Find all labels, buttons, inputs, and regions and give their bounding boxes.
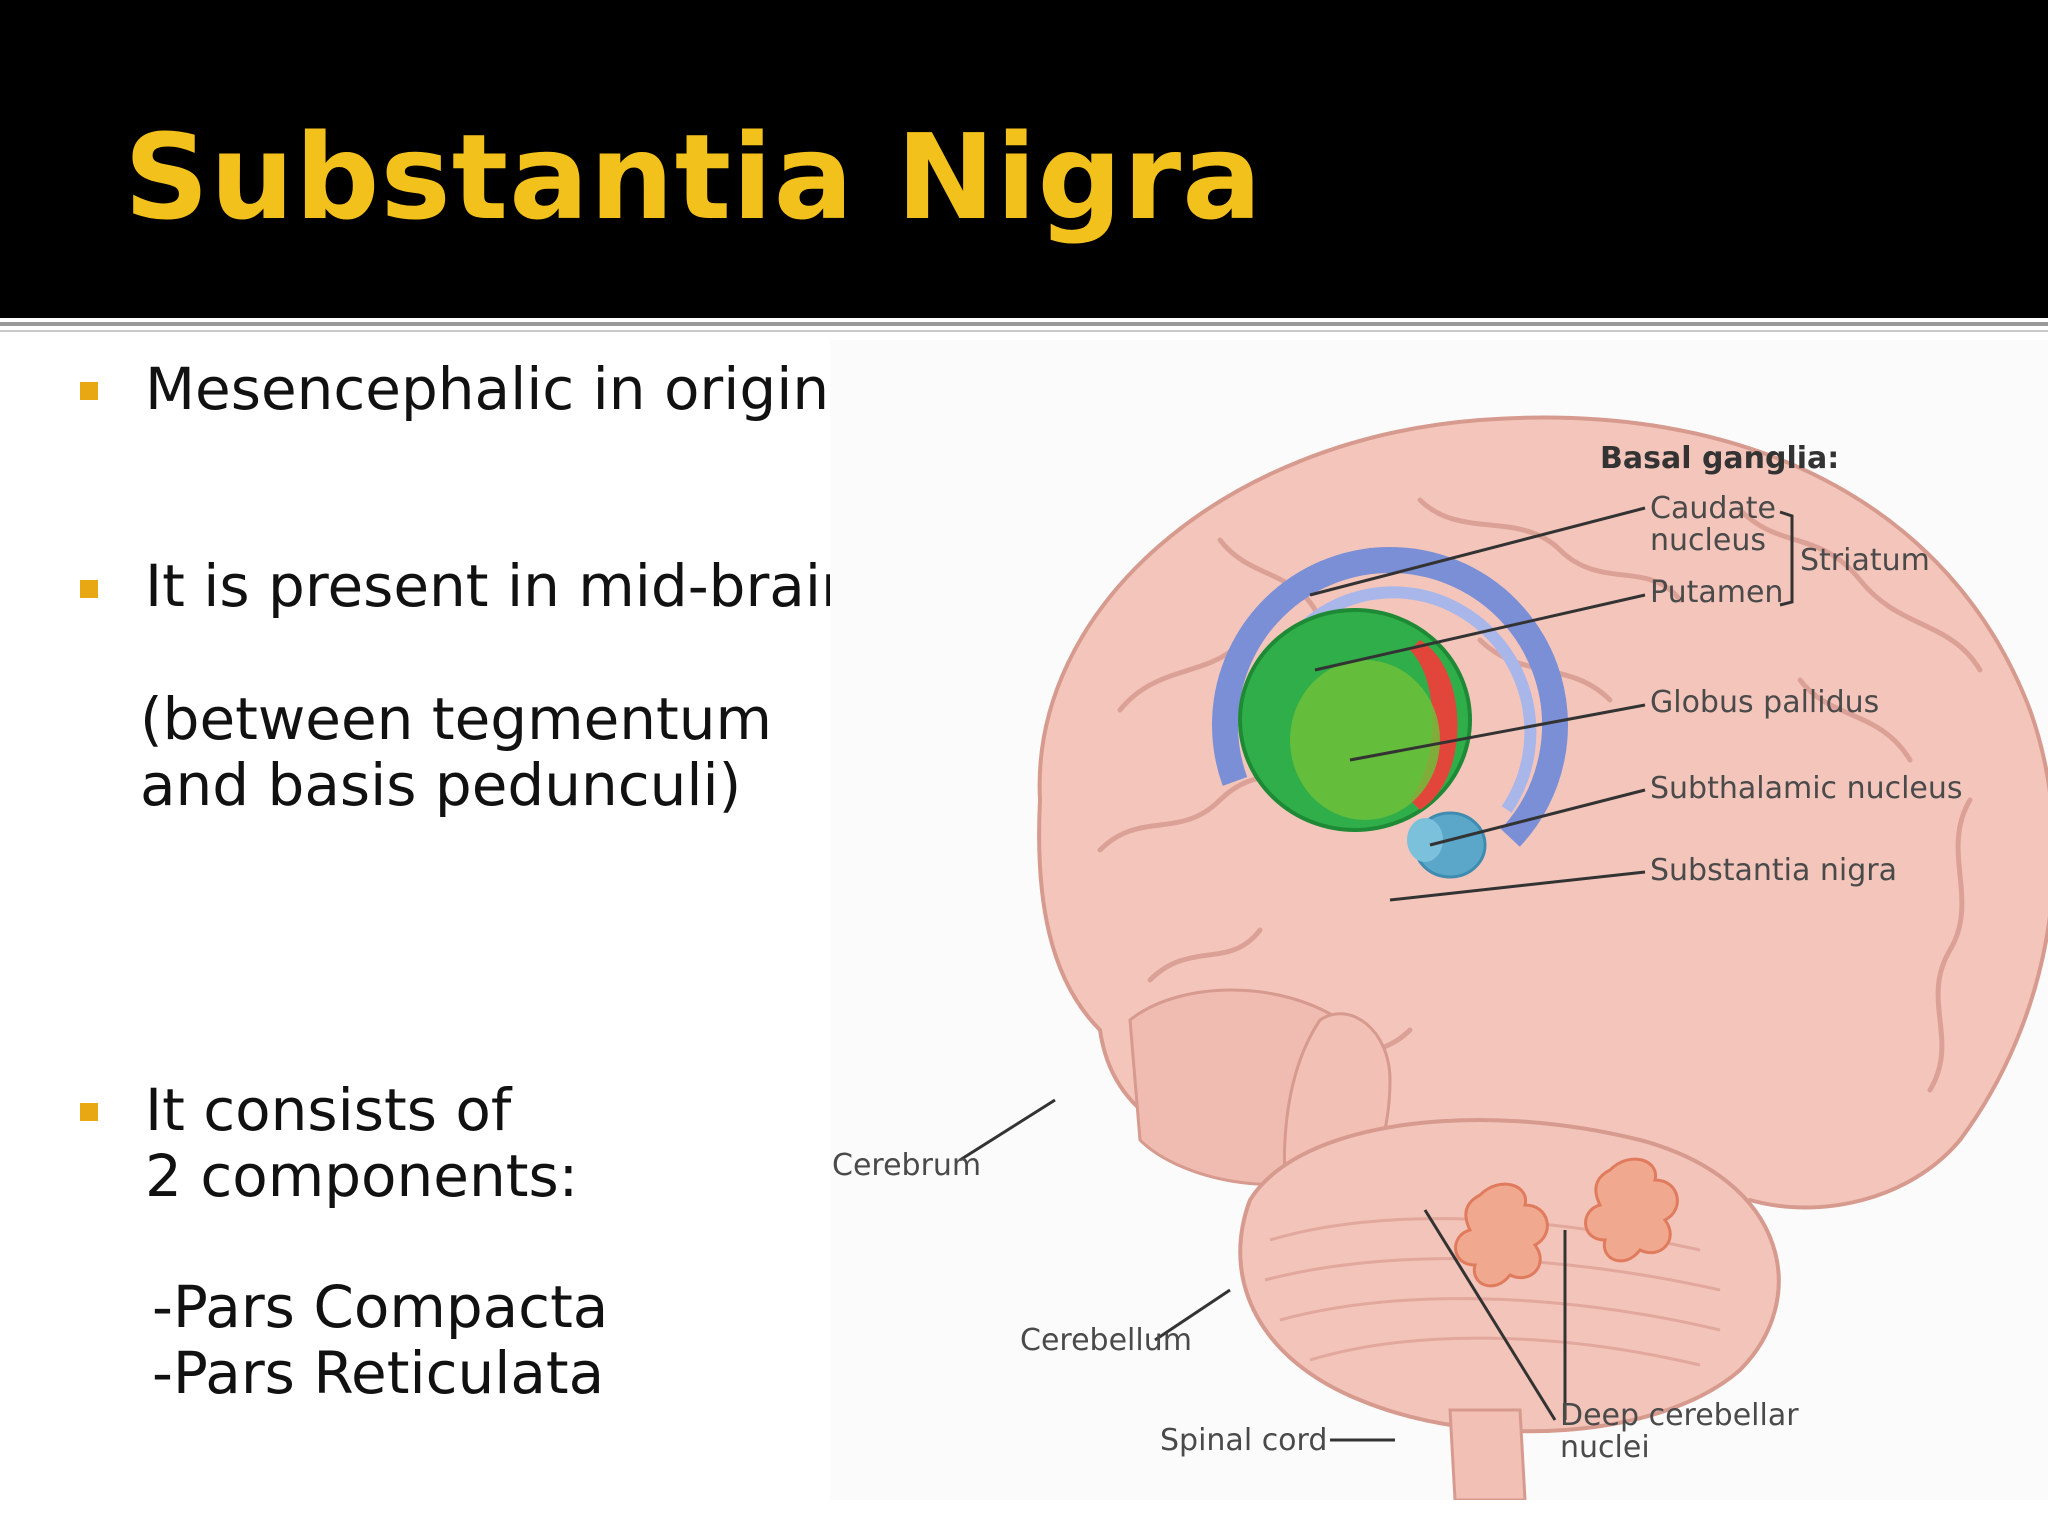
- label-caudate-2: nucleus: [1650, 523, 1766, 558]
- brain-diagram: Basal ganglia: Caudate nucleus Striatum …: [830, 340, 2048, 1500]
- leader-line: [1154, 1288, 1231, 1342]
- title-bar: [0, 0, 2048, 318]
- leader-line: [1309, 506, 1646, 597]
- label-spinal-cord: Spinal cord: [1160, 1423, 1327, 1458]
- label-cerebrum: Cerebrum: [832, 1148, 981, 1183]
- subthalamic-nucleus: [1407, 818, 1443, 862]
- caudate-nucleus-arc: [1212, 547, 1568, 903]
- striatum-bracket: [1779, 510, 1794, 607]
- deep-nucleus-right: [1454, 1182, 1549, 1288]
- bullet-2-sub-1: (between tegmentum: [140, 685, 773, 753]
- leader-line: [959, 1098, 1056, 1162]
- divider-line: [0, 322, 2048, 326]
- bullet-3-text-2: 2 components:: [145, 1142, 579, 1210]
- leader-line: [1314, 593, 1646, 672]
- bullet-marker-2: [80, 580, 98, 598]
- brain-illustration: Basal ganglia: Caudate nucleus Striatum …: [830, 340, 2048, 1500]
- label-putamen: Putamen: [1650, 575, 1783, 610]
- leader-line: [1429, 788, 1646, 847]
- bullet-3-text-1: It consists of: [145, 1076, 512, 1144]
- divider-line-thin: [0, 330, 2048, 332]
- label-substantia-nigra: Substantia nigra: [1650, 853, 1897, 888]
- bullet-1-text: Mesencephalic in origin: [145, 355, 830, 423]
- deep-nucleus-left: [1584, 1157, 1679, 1263]
- bullet-2-sub-2: and basis pedunculi): [140, 751, 742, 819]
- label-caudate-1: Caudate: [1650, 491, 1776, 526]
- label-subthalamic: Subthalamic nucleus: [1650, 771, 1963, 806]
- globus-pallidus: [1290, 660, 1440, 820]
- label-striatum: Striatum: [1800, 543, 1930, 578]
- bullet-marker-1: [80, 382, 98, 400]
- slide-title: Substantia Nigra: [124, 108, 1263, 246]
- leader-line: [1389, 870, 1646, 902]
- bullet-3-sub-1: -Pars Compacta: [152, 1273, 609, 1341]
- label-globus-pallidus: Globus pallidus: [1650, 685, 1879, 720]
- bullet-2-text: It is present in mid-brain: [145, 552, 858, 620]
- leader-line: [1423, 1209, 1557, 1421]
- label-deep-cerebellar-2: nuclei: [1560, 1430, 1650, 1465]
- bullet-3-sub-2: -Pars Reticulata: [152, 1339, 605, 1407]
- bullet-marker-3: [80, 1103, 98, 1121]
- label-cerebellum: Cerebellum: [1020, 1323, 1192, 1358]
- leader-line: [1349, 703, 1646, 762]
- leader-lines: [959, 506, 1794, 1442]
- gyri-lines: [1097, 497, 1983, 1093]
- label-basal-ganglia: Basal ganglia:: [1600, 441, 1839, 476]
- label-deep-cerebellar-1: Deep cerebellar: [1560, 1398, 1799, 1433]
- spinal-cord: [1448, 1408, 1527, 1500]
